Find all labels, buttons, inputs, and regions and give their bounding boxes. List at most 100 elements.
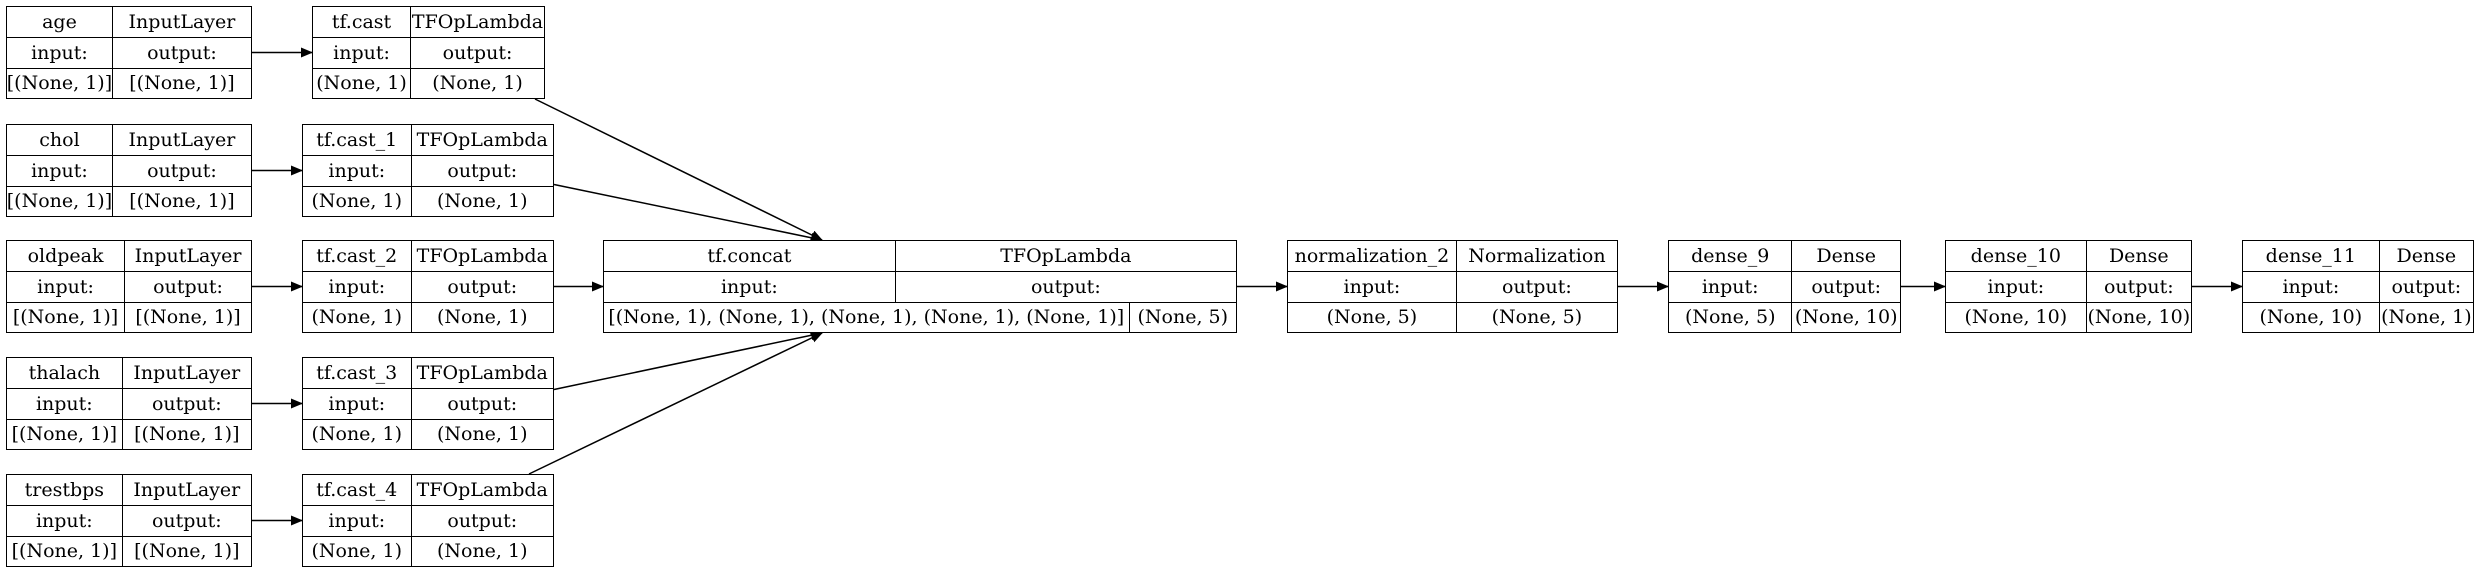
output-shape: (None, 10) (1791, 302, 1900, 332)
layer-name: tf.cast_4 (316, 479, 398, 502)
input-shape: [(None, 1), (None, 1), (None, 1), (None,… (608, 306, 1125, 329)
io-label-row: input:output: (7, 271, 251, 302)
input-label: input: (1701, 275, 1759, 298)
layer-header-row: tf.cast TFOpLambda (313, 7, 544, 38)
output-shape: (None, 1) (410, 536, 554, 566)
output-shape: (None, 10) (2085, 302, 2191, 332)
io-label-row: input:output: (313, 37, 544, 68)
io-shape-row: (None, 1)(None, 1) (303, 301, 554, 332)
input-shape: [(None, 1)] (6, 190, 113, 213)
input-shape: (None, 1) (311, 423, 403, 446)
input-shape: (None, 1) (311, 190, 403, 213)
io-label-row: input: output: (7, 388, 251, 419)
io-label-row: input:output: (303, 271, 554, 302)
layer-type: InputLayer (121, 475, 251, 506)
input-label: input: (35, 392, 93, 415)
layer-name: age (42, 11, 77, 34)
output-shape: [(None, 1)] (121, 536, 251, 566)
input-label: input: (37, 275, 94, 298)
output-label: output: (2378, 272, 2473, 302)
edge-cast-4-to-concat (528, 332, 823, 475)
input-shape: (None, 5) (1684, 306, 1776, 329)
input-label: input: (328, 392, 386, 415)
output-label: output: (410, 38, 544, 68)
io-shape-row: (None, 1) (None, 1) (303, 535, 554, 566)
io-label-row: input:output: (604, 271, 1236, 302)
layer-type: TFOpLambda (410, 7, 544, 38)
layer-name: dense_9 (1691, 245, 1770, 268)
output-shape: [(None, 1)] (121, 419, 251, 449)
layer-type: Dense (2085, 241, 2191, 272)
io-label-row: input:output: (1946, 271, 2191, 302)
output-shape: (None, 1) (410, 68, 544, 98)
io-shape-row: (None, 10)(None, 10) (1946, 301, 2191, 332)
output-shape: (None, 5) (1128, 302, 1236, 332)
io-label-row: input: output: (1288, 271, 1617, 302)
input-label: input: (328, 509, 386, 532)
output-shape: (None, 1) (410, 419, 554, 449)
layer-name: tf.cast (331, 11, 392, 34)
io-label-row: input:output: (2243, 271, 2473, 302)
io-shape-row: (None, 1)(None, 1) (313, 67, 544, 98)
layer-type: InputLayer (111, 125, 251, 156)
layer-header-row: tf.concat TFOpLambda (604, 241, 1236, 272)
io-label-row: input:output: (7, 37, 251, 68)
input-label: input: (328, 159, 386, 182)
layer-type: Normalization (1455, 241, 1617, 272)
layer-name: oldpeak (27, 245, 104, 268)
input-shape: (None, 1) (311, 540, 403, 563)
layer-name: trestbps (24, 479, 105, 502)
io-label-row: input: output: (303, 155, 554, 186)
layer-name: tf.concat (707, 245, 792, 268)
input-label: input: (1343, 275, 1401, 298)
layer-type: TFOpLambda (410, 241, 554, 272)
io-shape-row: (None, 1) (None, 1) (303, 418, 554, 449)
layer-type: TFOpLambda (894, 241, 1236, 272)
output-shape: [(None, 1)] (111, 186, 251, 216)
output-label: output: (410, 272, 554, 302)
io-shape-row: (None, 10)(None, 1) (2243, 301, 2473, 332)
input-shape: [(None, 1)] (11, 423, 118, 446)
layer-name: dense_11 (2265, 245, 2356, 268)
io-label-row: input:output: (7, 155, 251, 186)
io-shape-row: [(None, 1)][(None, 1)] (7, 301, 251, 332)
io-shape-row: (None, 5) (None, 10) (1669, 301, 1900, 332)
io-label-row: input:output: (7, 505, 251, 536)
output-label: output: (1455, 272, 1617, 302)
io-shape-row: [(None, 1)][(None, 1)] (7, 535, 251, 566)
output-shape: (None, 1) (410, 302, 554, 332)
layer-name: tf.cast_1 (316, 129, 398, 152)
layer-type: InputLayer (124, 241, 251, 272)
layer-name: dense_10 (1970, 245, 2061, 268)
input-label: input: (720, 275, 778, 298)
io-shape-row: [(None, 1)][(None, 1)] (7, 418, 251, 449)
output-label: output: (410, 506, 554, 536)
output-label: output: (410, 156, 554, 186)
input-shape: [(None, 1)] (6, 72, 113, 95)
input-shape: [(None, 1)] (11, 540, 118, 563)
output-label: output: (111, 38, 251, 68)
output-label: output: (121, 389, 251, 419)
layer-name: thalach (28, 362, 101, 385)
output-shape: (None, 5) (1455, 302, 1617, 332)
output-label: output: (111, 156, 251, 186)
